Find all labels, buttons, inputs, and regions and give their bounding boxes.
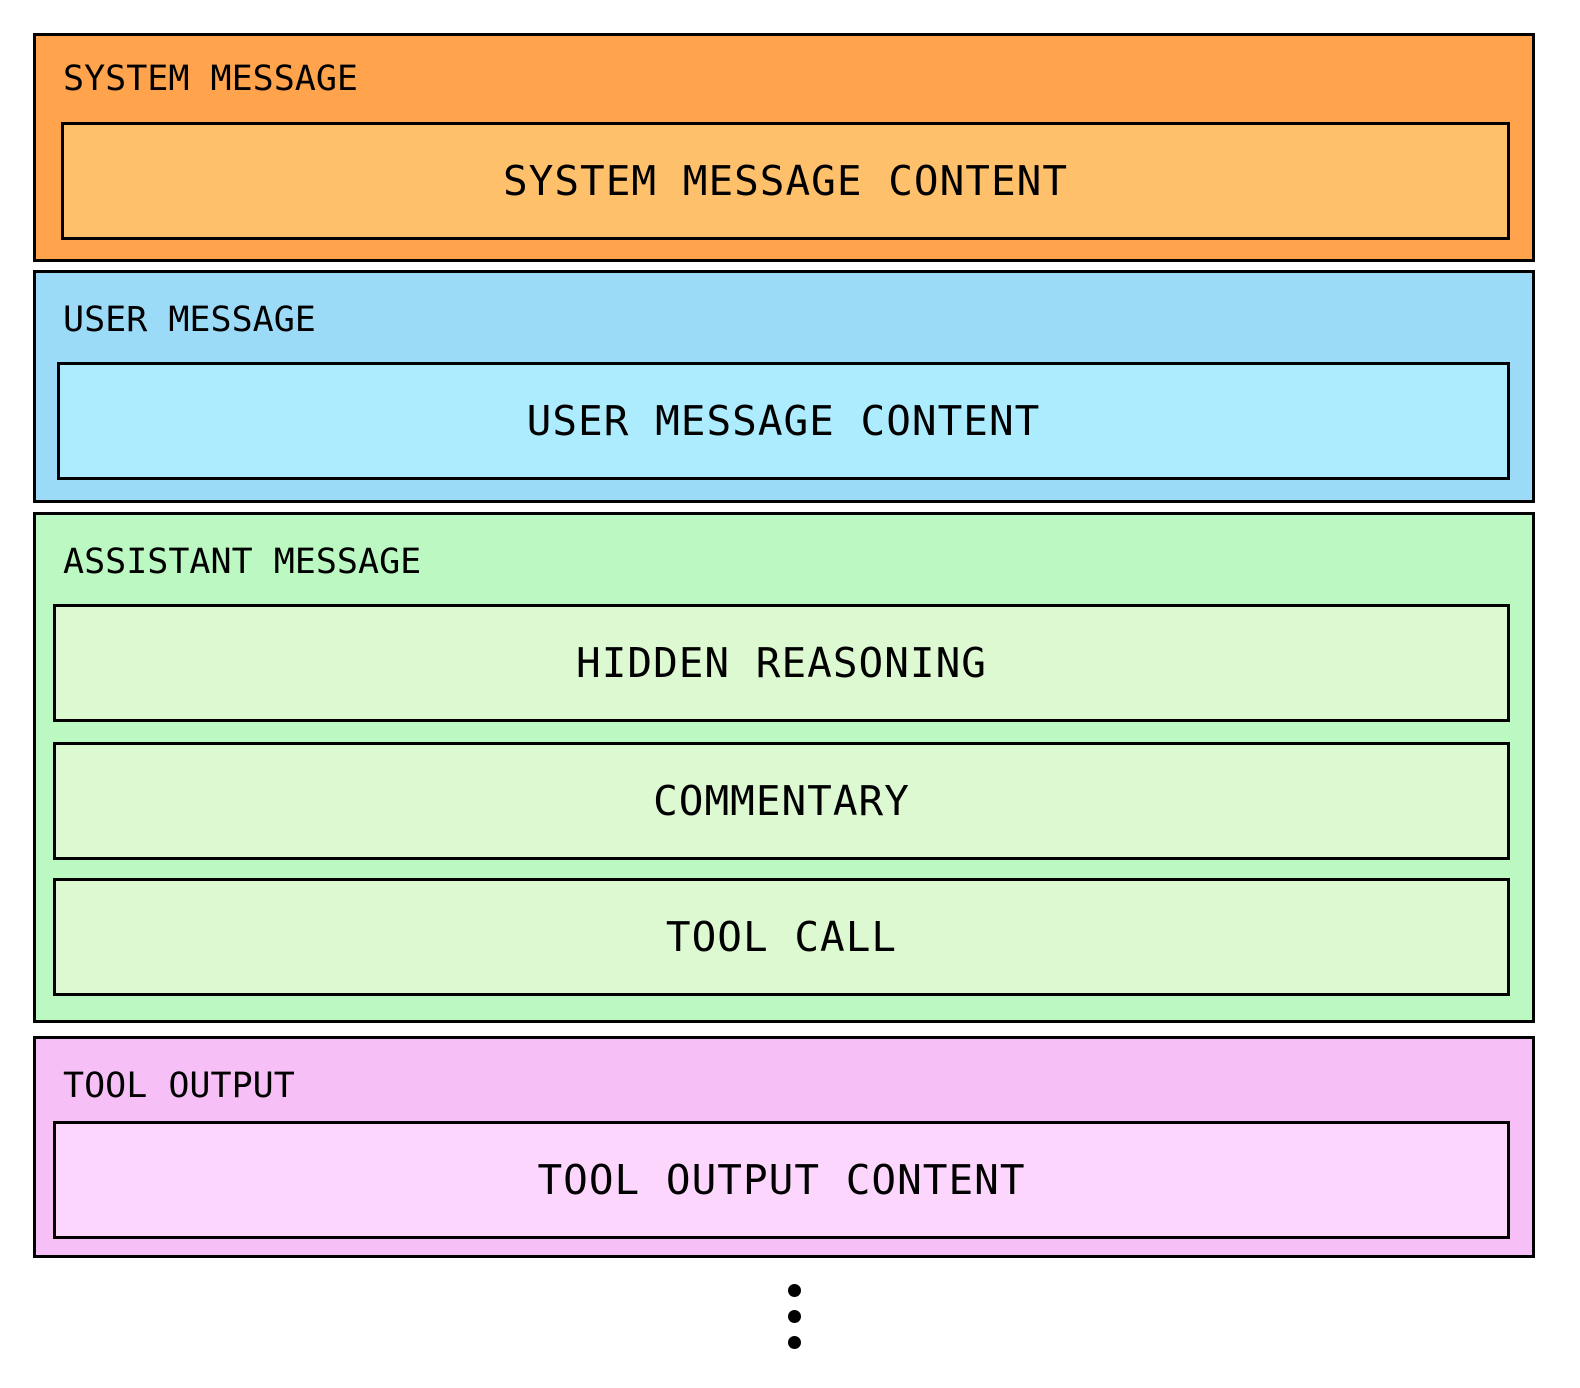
ellipsis-dot: [788, 1310, 801, 1323]
section-title: SYSTEM MESSAGE: [63, 59, 359, 99]
user-message-section: USER MESSAGE USER MESSAGE CONTENT: [33, 270, 1535, 503]
user-message-content-box: USER MESSAGE CONTENT: [57, 362, 1510, 480]
commentary-box: COMMENTARY: [53, 742, 1510, 860]
ellipsis-dot: [788, 1336, 801, 1349]
section-title: USER MESSAGE: [63, 300, 316, 340]
tool-output-section: TOOL OUTPUT TOOL OUTPUT CONTENT: [33, 1036, 1535, 1258]
system-message-section: SYSTEM MESSAGE SYSTEM MESSAGE CONTENT: [33, 33, 1535, 262]
tool-output-content-box: TOOL OUTPUT CONTENT: [53, 1121, 1510, 1239]
ellipsis-dot: [788, 1284, 801, 1297]
section-title: ASSISTANT MESSAGE: [63, 542, 422, 582]
tool-call-box: TOOL CALL: [53, 878, 1510, 996]
section-title: TOOL OUTPUT: [63, 1066, 295, 1106]
assistant-message-section: ASSISTANT MESSAGE HIDDEN REASONING COMME…: [33, 512, 1535, 1023]
system-message-content-box: SYSTEM MESSAGE CONTENT: [61, 122, 1510, 240]
vertical-ellipsis-icon: [788, 1284, 804, 1362]
hidden-reasoning-box: HIDDEN REASONING: [53, 604, 1510, 722]
